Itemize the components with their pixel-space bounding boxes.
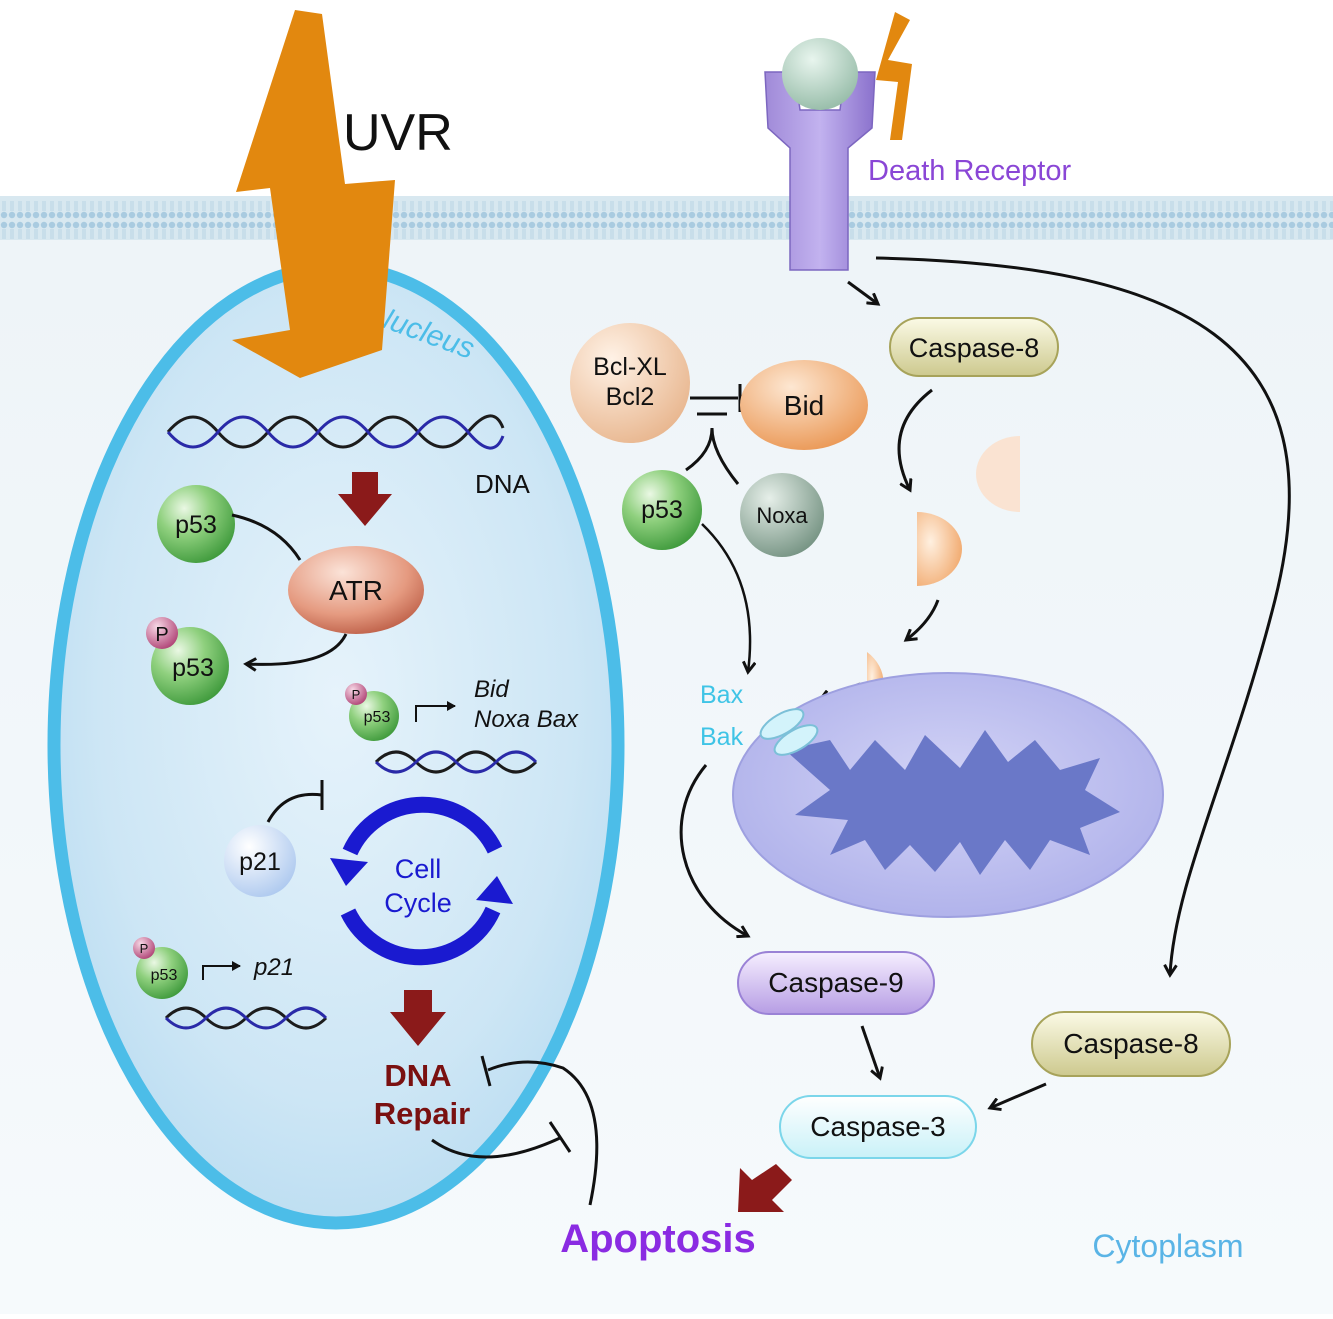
phospho-p53-small-2-label: p53	[151, 967, 178, 984]
death-receptor-icon	[764, 38, 876, 271]
caspase8-to-bid-arrow	[897, 388, 933, 490]
p53-cytoplasm-label: p53	[641, 496, 683, 524]
target-p21-label: p21	[253, 954, 294, 981]
apoptosis-label: Apoptosis	[560, 1217, 756, 1261]
caspase3-node	[779, 1095, 977, 1159]
cell-cycle-icon	[330, 796, 513, 966]
p53-noxa-inhibit-line	[685, 427, 740, 485]
phospho-group-small-1-icon	[345, 683, 367, 705]
atr-node	[288, 546, 424, 634]
cell-cycle-label-line1: Cell	[395, 854, 442, 884]
caspase8-bottom-label: Caspase-8	[1063, 1028, 1198, 1059]
dna-repair-label-line2: Repair	[374, 1096, 470, 1131]
caspase9-label: Caspase-9	[768, 967, 903, 998]
atr-label: ATR	[329, 575, 383, 606]
caspase8-top-label: Caspase-8	[909, 333, 1040, 363]
uvr-bolt-icon	[232, 10, 395, 378]
atr-to-pp53-arrow	[246, 633, 348, 664]
p53-node-label: p53	[175, 511, 217, 539]
baxbak-to-caspase9-arrow	[679, 764, 748, 936]
phospho-group-small-2-label: P	[140, 941, 149, 956]
p21-node	[224, 825, 296, 897]
p21-inhibits-cycle-line	[266, 792, 323, 823]
p21-node-label: p21	[239, 848, 281, 876]
dna-repair-label-line1: DNA	[384, 1058, 451, 1093]
caspase3-to-apoptosis-arrow	[738, 1164, 792, 1212]
uvr-label: UVR	[343, 104, 453, 162]
caspase8-top-node	[889, 317, 1059, 377]
phospho-group-small-2-icon	[133, 937, 155, 959]
mitochondrion-cristae	[785, 730, 1120, 875]
caspase8-to-caspase3-arrow	[990, 1082, 1047, 1108]
dna-helix-top	[166, 414, 505, 450]
bid-node	[740, 360, 868, 450]
death-signal-bolt-icon	[876, 12, 912, 140]
phospho-p53-label: p53	[172, 654, 214, 682]
noxa-label: Noxa	[756, 503, 808, 528]
p53-cytoplasm-node	[622, 470, 702, 550]
tbid-to-mito-arrow	[906, 599, 940, 640]
bid-node-label: Bid	[784, 390, 824, 421]
bcl-node	[570, 323, 690, 443]
phospho-p53-small-1-label: p53	[364, 709, 391, 726]
noxa-node	[740, 473, 824, 557]
nucleus	[47, 260, 625, 1230]
tbid-dome-faded-icon	[976, 436, 1020, 512]
target-bid-label: Bid	[474, 676, 509, 703]
p53-node	[157, 485, 235, 563]
repair-inhibits-apoptosis-line	[431, 1136, 561, 1159]
target-noxa-bax-label: Noxa Bax	[474, 706, 579, 733]
caspase8-bottom-node	[1031, 1011, 1231, 1077]
repair-inhibit-bar	[548, 1121, 572, 1153]
tbid-dome-icon	[917, 512, 962, 586]
phospho-group-icon	[146, 617, 178, 649]
dna-helix-small-2	[164, 1006, 328, 1030]
transcription-arrow-1	[415, 701, 456, 722]
cell-cycle-label-line2: Cycle	[384, 888, 452, 918]
p53-to-atr-line	[231, 513, 302, 561]
bax-label: Bax	[700, 681, 744, 709]
bcl-xl-label: Bcl-XL	[593, 353, 667, 381]
phospho-group-small-1-label: P	[352, 687, 361, 702]
transcription-arrow-2	[202, 961, 241, 980]
baxbak-channel-2	[773, 724, 819, 756]
phospho-group-label: P	[155, 624, 168, 646]
receptor-to-caspase8-arrow	[847, 280, 878, 304]
caspase9-node	[737, 951, 935, 1015]
p53-to-baxbak-arrow	[701, 523, 750, 672]
dna-to-atr-arrow	[338, 472, 392, 526]
phospho-p53-small-2	[136, 947, 188, 999]
apoptosis-inhibit-bar	[480, 1055, 492, 1087]
dna-label: DNA	[475, 469, 531, 499]
cell-membrane	[0, 196, 1333, 240]
cycle-to-repair-arrow	[390, 990, 446, 1046]
dna-helix-small-1	[374, 750, 538, 774]
bak-label: Bak	[700, 723, 744, 751]
receptor-to-caspase8b-arrow	[875, 256, 1291, 975]
caspase9-to-caspase3-arrow	[860, 1025, 880, 1078]
apoptosis-inhibits-repair-line	[487, 1060, 599, 1206]
bcl2-label: Bcl2	[606, 383, 655, 411]
death-receptor-label: Death Receptor	[868, 155, 1071, 187]
caspase3-label: Caspase-3	[810, 1111, 945, 1142]
cytoplasm-label: Cytoplasm	[1092, 1228, 1243, 1264]
